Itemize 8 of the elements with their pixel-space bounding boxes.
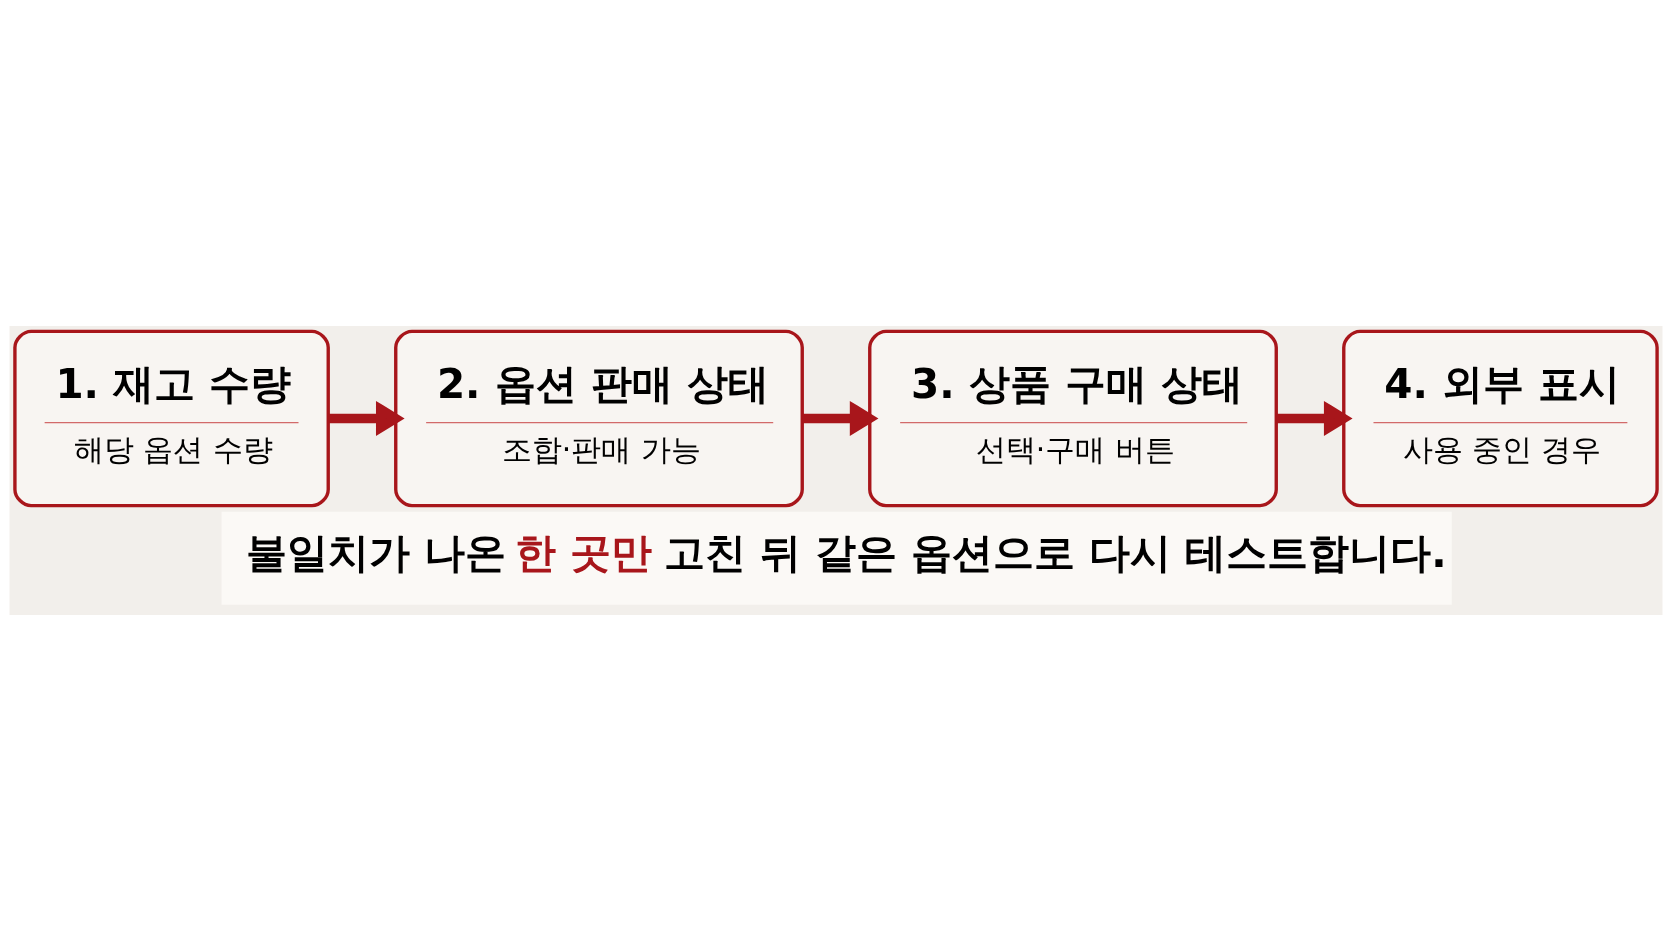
arrow xyxy=(802,400,879,437)
arrow xyxy=(1276,400,1353,437)
caption: 불일치가 나온 한 곳만 고친 뒤 같은 옵션으로 다시 테스트합니다. xyxy=(245,529,1447,578)
node-box: 3. 상품 구매 상태 선택·구매 버튼 xyxy=(868,329,1278,508)
node-box: 4. 외부 표시 사용 중인 경우 xyxy=(1342,329,1659,508)
arrow xyxy=(328,400,405,437)
node-box: 2. 옵션 판매 상태 조합·판매 가능 xyxy=(394,329,804,508)
node-box: 1. 재고 수량 해당 옵션 수량 xyxy=(13,329,330,508)
